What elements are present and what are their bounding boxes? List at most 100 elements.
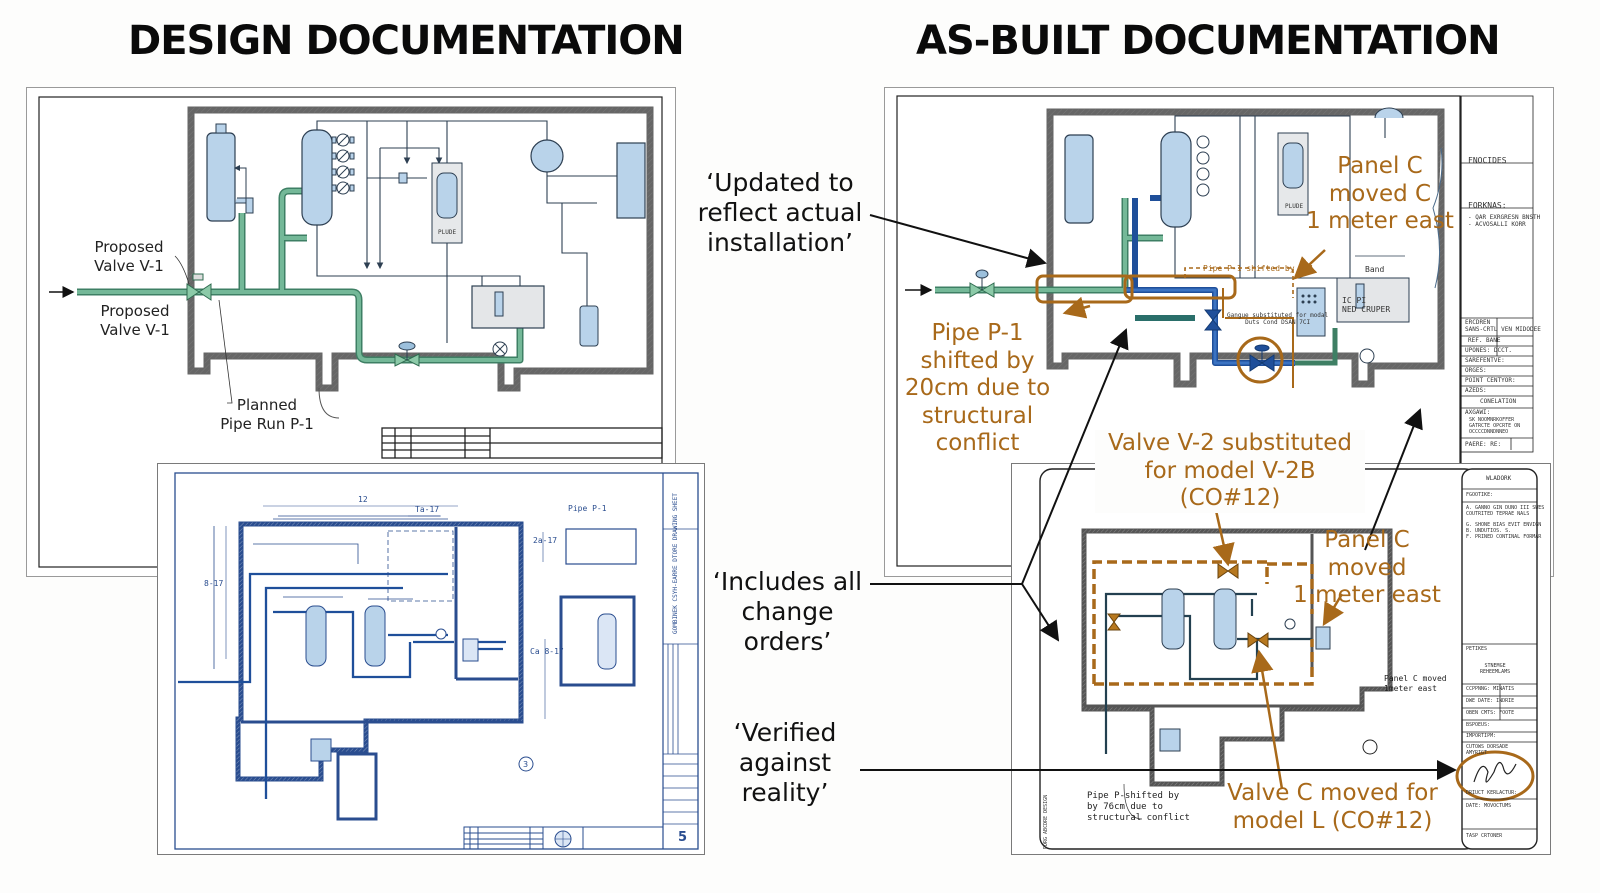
tb-fgootike: FGOOTIKE: [1466, 492, 1494, 498]
tb-importipm: IMPORTIPM: [1466, 733, 1497, 739]
dim-right: 2a-17 [533, 536, 558, 545]
torn-edge [1432, 147, 1443, 289]
design-documentation-heading: DESIGN DOCUMENTATION [128, 18, 685, 64]
blueprint-gauge-icon [435, 628, 447, 640]
equipment-lower-icon [1159, 728, 1181, 752]
valve-c-lower-icon [1247, 632, 1269, 648]
valve-substitution-small-label: Gangue substituted for modal Duts Cond D… [1227, 312, 1329, 326]
actuator-icon [398, 172, 408, 184]
process-vessel-icon [301, 129, 333, 226]
dim-left: 8-17 [204, 579, 224, 588]
as-built-tank-1-icon [1161, 588, 1185, 650]
blueprint-panel-icon [462, 638, 479, 662]
svg-text:DDRG ABCDRE DESIGN: DDRG ABCDRE DESIGN [1043, 795, 1049, 849]
filter-tag: PLUDE [438, 229, 456, 236]
valve-c-icon [1249, 344, 1275, 372]
annotation-valve-c: Valve C moved for model L (CO#12) [1227, 780, 1438, 834]
gate-valve-icon [394, 341, 420, 367]
building-wall [187, 106, 654, 392]
gauge-bank-icon [1196, 135, 1210, 197]
blueprint-walls [235, 521, 636, 821]
sheet-number: 5 [678, 830, 688, 845]
as-built-tank-2-icon [1213, 588, 1237, 650]
valve-c-arrow [1251, 649, 1284, 790]
dim-side: Ca 8-17 [530, 647, 564, 656]
tb-petikes: PETIKES [1466, 646, 1488, 652]
panel-c-lower-icon [1315, 626, 1331, 650]
as-built-title-block-bottom [1462, 488, 1537, 830]
dim-top: 12 [358, 495, 368, 504]
tb-ercdren: ERCDREN SANS-CRTL VEN MIDODEE [1465, 319, 1541, 333]
motor-unit-icon [1336, 277, 1410, 323]
pipe-p1-detail [565, 528, 637, 565]
motor-unit-icon [471, 285, 545, 329]
verification-stamp [1455, 750, 1535, 802]
design-title-block [381, 427, 663, 459]
rerouted-pipe-dashed [1092, 560, 1314, 684]
pump-motor-icon [579, 305, 599, 347]
signature-icon [1473, 761, 1517, 783]
tb-paere: PAERE: RE: [1465, 441, 1502, 448]
blueprint-border [174, 472, 699, 850]
valve-v1-icon [186, 273, 212, 301]
panel-c-arrow [1293, 249, 1326, 280]
tb-axgawi: AXGAWI: [1465, 409, 1491, 416]
revision-clouds [1035, 267, 1294, 388]
tb-bspoeus: BSPOEUS: [1466, 722, 1491, 728]
process-vessel-icon [1160, 131, 1192, 228]
design-schematic: PLUDE [38, 96, 663, 568]
blueprint-bottom-title-block [463, 826, 664, 850]
blueprint-tank-3-icon [597, 613, 617, 670]
proposed-valve-label-top: Proposed Valve V-1 [94, 238, 164, 275]
pipe-shift-lower-label: Pipe P-shifted by by 76cm due to structu… [1087, 791, 1190, 823]
storage-tank-icon [1064, 134, 1094, 224]
tb-azeds: AZEDS: [1465, 387, 1487, 394]
callout-verified: ‘Verified against reality’ [733, 718, 837, 807]
blueprint-tank-1-icon [305, 605, 327, 667]
tb-sarefentve: SAREFENTVE: [1465, 357, 1505, 364]
blueprint-schematic: 3 GOMBINEK CSYH-EARRE DTORE DRAWING SHEE… [174, 472, 699, 850]
tb-wladork: WLADORK [1486, 475, 1512, 482]
room-number-bubble-lower [1362, 739, 1378, 755]
panel-c-lower-arrow [1322, 593, 1344, 627]
proposed-valve-label-bottom: Proposed Valve V-1 [100, 302, 170, 339]
round-tank-icon [530, 139, 564, 173]
panel-tags: IC PI NED CRUPER [1342, 296, 1391, 315]
annotation-valve-v2: Valve V-2 substituted for model V-2B (CO… [1095, 430, 1365, 513]
inlet-valve-icon [969, 269, 995, 298]
tb-date-movoctums: DATE: MOVOCTUMS [1466, 803, 1512, 809]
door-swing [318, 387, 340, 419]
as-built-documentation-heading: AS-BUILT DOCUMENTATION [916, 18, 1501, 64]
annotation-panel-c-top: Panel C moved C 1 meter east [1306, 153, 1454, 235]
blueprint-drawing-sheet: 3 GOMBINEK CSYH-EARRE DTORE DRAWING SHEE… [157, 463, 705, 855]
dashed-enclosure [387, 530, 454, 602]
blueprint-title-strip [663, 528, 698, 825]
dim-top-right: Ta-17 [415, 505, 440, 514]
tb-point-centyor: POINT CENTYOR: [1465, 377, 1516, 384]
as-built-lower-schematic: DDRG ABCDRE DESIGN [1039, 468, 1538, 850]
blueprint-equipment-icon [310, 738, 332, 762]
annotation-pipe-shift: Pipe P-1 shifted by 20cm due to structur… [904, 320, 1051, 457]
callout-updated: ‘Updated to reflect actual installation’ [697, 168, 863, 257]
room-number-bubble [518, 756, 534, 772]
storage-tank-icon [206, 132, 236, 222]
gauge-bank-icon [331, 133, 355, 195]
band-label: Band [1365, 265, 1385, 274]
tb-sk-note: SK NOOMNRKOFFER GATRCTE OPCRTE ON OCCCCD… [1469, 417, 1521, 435]
planned-pipe-run-label: Planned Pipe Run P-1 [220, 396, 314, 433]
tb-orges: ORGES: [1465, 367, 1487, 374]
tb-oben-cmts: OBEN CMTS: FOOTE [1466, 710, 1515, 716]
pipe-shift-small-label: Pipe P-1 shifted by P-1 [1203, 264, 1314, 273]
tb-upones: UPONES: DCCT. [1465, 347, 1512, 354]
panel-c-small-label: Panel C moved 1meter east [1384, 674, 1447, 693]
round-tank-icon [1374, 107, 1404, 119]
as-built-schematic: PLUDE [896, 95, 1534, 567]
as-built-title-block-top [1460, 95, 1534, 453]
callout-includes: ‘Includes all change orders’ [712, 567, 863, 656]
svg-text:3: 3 [523, 760, 528, 769]
svg-text:PLUDE: PLUDE [1285, 203, 1303, 210]
tb-tasp-crtoner: TASP CRTONER [1466, 833, 1503, 839]
annotation-panel-c-lower: Panel C moved 1 meter east [1293, 527, 1441, 609]
gauge-lower-icon [1284, 618, 1296, 630]
valve-v2-lower-icon [1217, 563, 1239, 579]
